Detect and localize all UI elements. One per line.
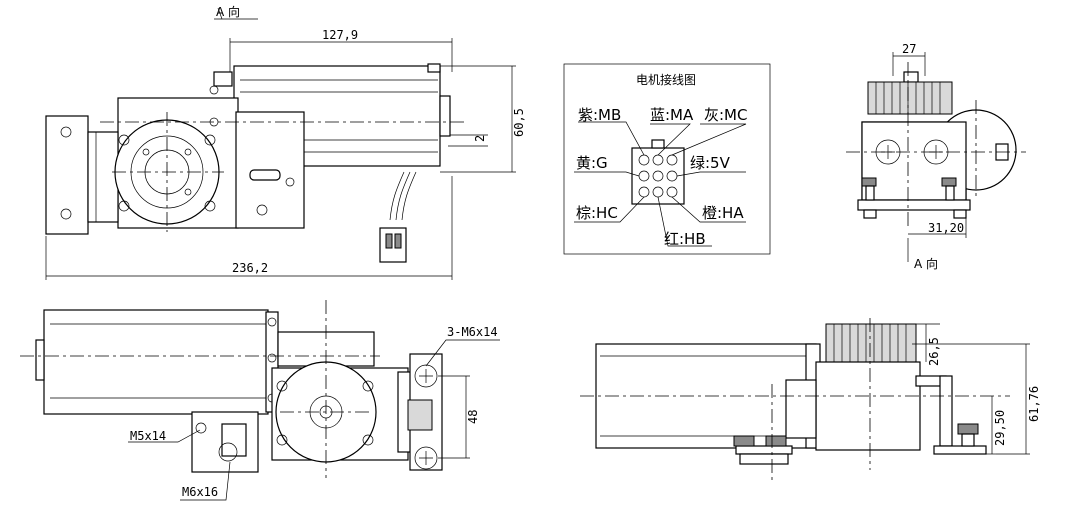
wiring-diagram: 电机接线图 紫:MB 蓝:MA 灰:MC 黄:G 绿:5V 棕:HC 橙:HA …	[563, 63, 771, 255]
view-a-label-side: A 向	[914, 256, 938, 271]
top-view: A 向 127,9 60,5 2	[45, 4, 526, 280]
callout-screw-m5: M5x14	[130, 429, 166, 443]
pin-label-mc: 灰:MC	[704, 106, 747, 124]
pin-label-hb: 红:HB	[664, 230, 706, 248]
view-a-label-top: A 向	[216, 4, 240, 19]
bottom-view: 48 3-M6x14 M5x14 M6x16	[20, 300, 500, 501]
dim-side-base: 31,20	[928, 221, 964, 235]
wiring-title: 电机接线图	[636, 72, 696, 87]
front-view: 26,5 29,50 61,76	[580, 318, 1041, 480]
pin-label-5v: 绿:5V	[690, 154, 731, 172]
dim-side-width: 27	[902, 42, 916, 56]
dim-front-h3: 61,76	[1027, 386, 1041, 422]
dim-bolt-spacing: 48	[466, 410, 480, 424]
dim-front-h1: 26,5	[927, 337, 941, 366]
dim-shaft-offset: 2	[473, 135, 487, 142]
callout-mount-holes: 3-M6x14	[447, 325, 498, 339]
pin-label-hc: 棕:HC	[576, 204, 618, 222]
dim-top-height: 60,5	[512, 108, 526, 137]
pin-label-mb: 紫:MB	[578, 106, 621, 124]
dim-overall-length: 236,2	[232, 261, 268, 275]
side-view: 27 31,20 A 向	[846, 42, 1026, 271]
dim-top-length: 127,9	[322, 28, 358, 42]
pin-label-ha: 橙:HA	[702, 204, 744, 222]
pin-label-ma: 蓝:MA	[650, 106, 694, 124]
callout-screw-m6: M6x16	[182, 485, 218, 499]
pin-label-g: 黄:G	[576, 154, 608, 172]
dim-front-h2: 29,50	[993, 410, 1007, 446]
